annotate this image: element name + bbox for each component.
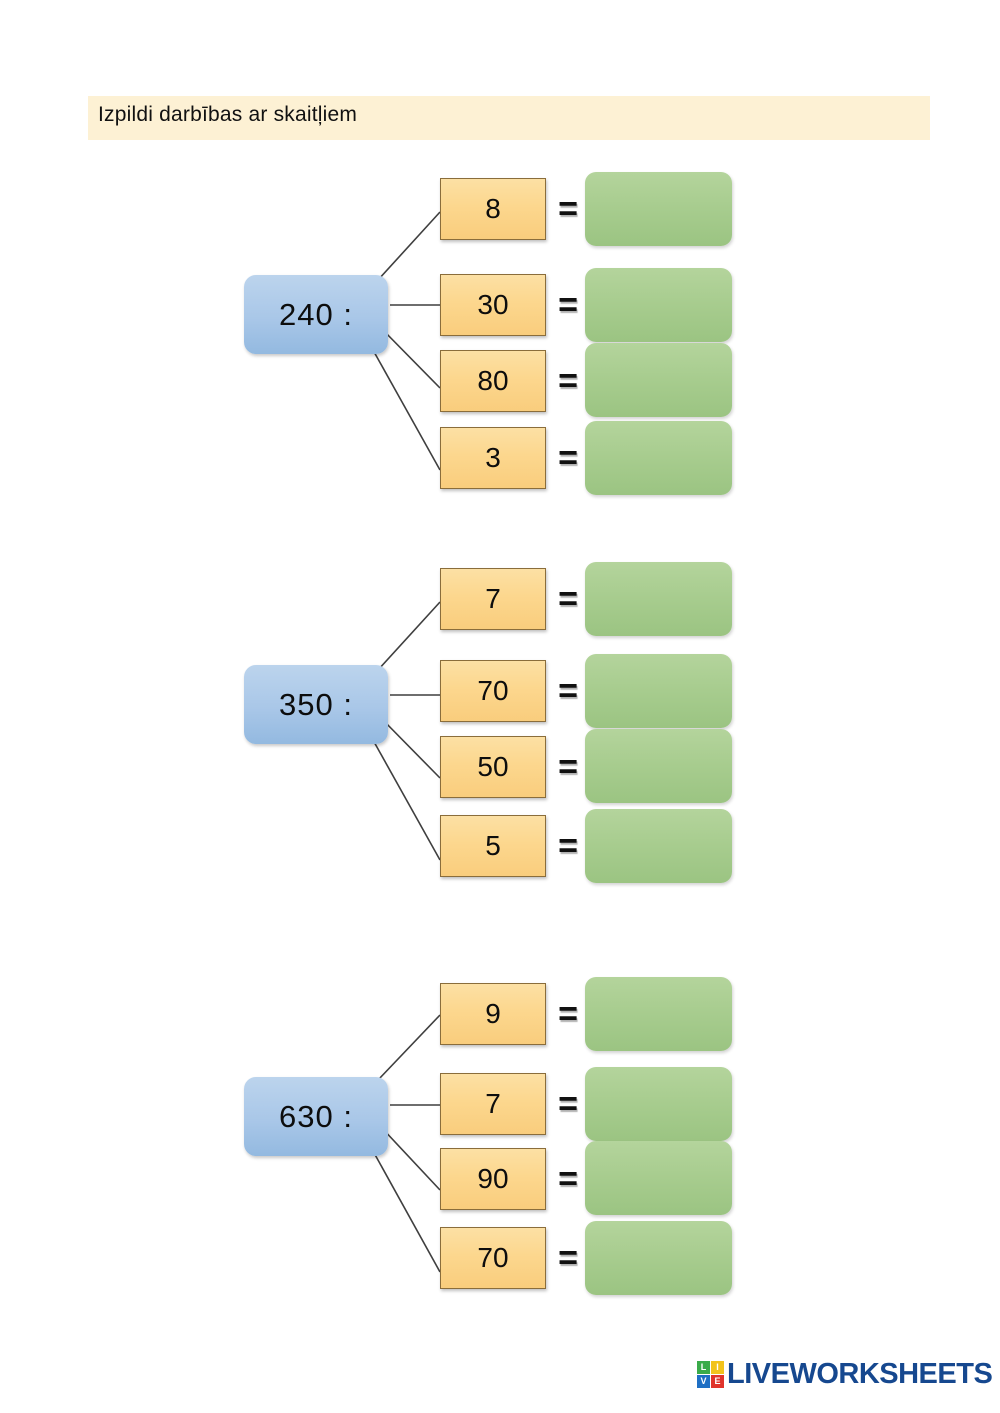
exercise-row: 30 =: [0, 268, 1000, 344]
exercise-row: 3 =: [0, 421, 1000, 497]
exercise-row: 7 =: [0, 1067, 1000, 1143]
answer-input-box[interactable]: [585, 809, 732, 883]
equals-sign: =: [558, 747, 578, 786]
logo-letter-l: L: [697, 1361, 710, 1374]
answer-input-box[interactable]: [585, 172, 732, 246]
divisor-box: 9: [440, 983, 546, 1045]
divisor-box: 7: [440, 1073, 546, 1135]
logo-letter-e: E: [711, 1375, 724, 1388]
equals-sign: =: [558, 1238, 578, 1277]
answer-input-box[interactable]: [585, 421, 732, 495]
equals-sign: =: [558, 1159, 578, 1198]
equals-sign: =: [558, 671, 578, 710]
exercise-group-1: 240 : 8 = 30 = 80 = 3 =: [0, 170, 1000, 510]
divisor-box: 30: [440, 274, 546, 336]
equals-sign: =: [558, 438, 578, 477]
exercise-row: 80 =: [0, 343, 1000, 420]
divisor-box: 3: [440, 427, 546, 489]
equals-sign: =: [558, 1084, 578, 1123]
equals-sign: =: [558, 285, 578, 324]
equals-sign: =: [558, 361, 578, 400]
exercise-row: 50 =: [0, 729, 1000, 806]
exercise-row: 7 =: [0, 562, 1000, 638]
exercise-row: 9 =: [0, 977, 1000, 1053]
exercise-group-2: 350 : 7 = 70 = 50 = 5 =: [0, 560, 1000, 900]
answer-input-box[interactable]: [585, 1067, 732, 1141]
dividend-box-240: 240 :: [244, 275, 388, 354]
answer-input-box[interactable]: [585, 343, 732, 417]
divisor-box: 90: [440, 1148, 546, 1210]
divisor-box: 80: [440, 350, 546, 412]
title-band: [88, 96, 930, 140]
divisor-box: 5: [440, 815, 546, 877]
divisor-box: 50: [440, 736, 546, 798]
equals-sign: =: [558, 189, 578, 228]
divisor-box: 70: [440, 1227, 546, 1289]
answer-input-box[interactable]: [585, 729, 732, 803]
live-grid-icon: L I V E: [697, 1361, 724, 1388]
equals-sign: =: [558, 579, 578, 618]
exercise-group-3: 630 : 9 = 7 = 90 = 70 =: [0, 975, 1000, 1315]
answer-input-box[interactable]: [585, 654, 732, 728]
page-title: Izpildi darbības ar skaitļiem: [98, 103, 358, 126]
answer-input-box[interactable]: [585, 268, 732, 342]
equals-sign: =: [558, 826, 578, 865]
divisor-box: 7: [440, 568, 546, 630]
liveworksheets-logo[interactable]: L I V E LIVEWORKSHEETS: [697, 1358, 993, 1390]
logo-letter-v: V: [697, 1375, 710, 1388]
logo-letter-i: I: [711, 1361, 724, 1374]
exercise-row: 5 =: [0, 809, 1000, 885]
exercise-row: 70 =: [0, 654, 1000, 730]
exercise-row: 70 =: [0, 1221, 1000, 1297]
divisor-box: 8: [440, 178, 546, 240]
answer-input-box[interactable]: [585, 977, 732, 1051]
dividend-box-350: 350 :: [244, 665, 388, 744]
dividend-box-630: 630 :: [244, 1077, 388, 1156]
divisor-box: 70: [440, 660, 546, 722]
logo-wordmark: LIVEWORKSHEETS: [727, 1358, 993, 1390]
exercise-row: 8 =: [0, 172, 1000, 248]
answer-input-box[interactable]: [585, 1141, 732, 1215]
exercise-row: 90 =: [0, 1141, 1000, 1218]
answer-input-box[interactable]: [585, 562, 732, 636]
equals-sign: =: [558, 994, 578, 1033]
answer-input-box[interactable]: [585, 1221, 732, 1295]
